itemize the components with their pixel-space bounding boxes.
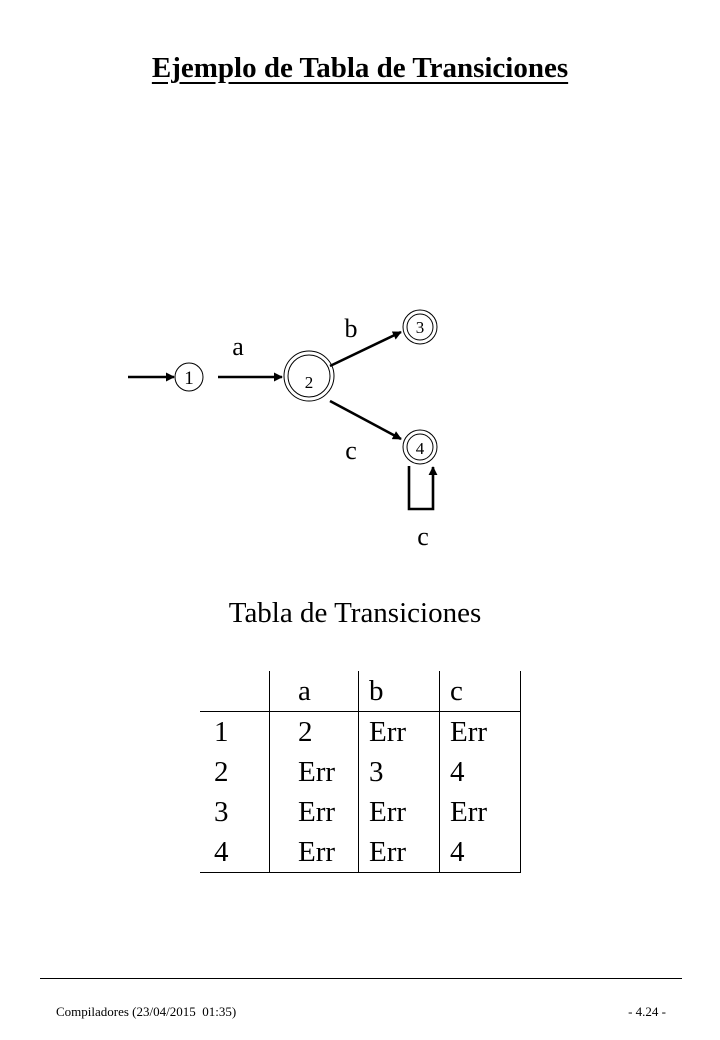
footer-page-number: - 4.24 -	[628, 1004, 666, 1019]
transition-2-3	[329, 330, 402, 368]
table-row: 4 Err Err 4	[200, 832, 521, 873]
table-header-cell: b	[358, 671, 440, 712]
transition-2-4-label: c	[345, 436, 357, 465]
table-cell: Err	[358, 711, 440, 752]
table-cell: Err	[269, 792, 359, 832]
table-cell: 1	[214, 715, 229, 748]
transition-4-4-label: c	[417, 522, 429, 551]
state-3-label: 3	[416, 318, 425, 337]
table-cell: 3	[358, 752, 440, 792]
table-cell: Err	[269, 832, 359, 873]
state-1-label: 1	[184, 368, 194, 389]
state-4-label: 4	[416, 439, 425, 458]
page-title: Ejemplo de Tabla de Transiciones	[151, 52, 569, 84]
table-header-cell	[200, 671, 270, 712]
table-header-cell: a	[269, 671, 359, 712]
state-3: 3	[402, 309, 438, 345]
state-2-label: 2	[305, 373, 314, 392]
table-cell: Err	[358, 792, 440, 832]
footer-course-date: Compiladores (23/04/2015 01:35)	[56, 1004, 237, 1019]
table-cell: Err	[269, 752, 359, 792]
state-2: 2	[283, 350, 335, 402]
table-row: 2 Err 3 4	[200, 752, 521, 792]
transition-1-2-label: a	[232, 332, 244, 361]
table-row: 3 Err Err Err	[200, 792, 521, 832]
dfa-diagram: 1 a 2 b 3 c 4 c	[128, 309, 438, 551]
footer-divider	[40, 978, 682, 979]
transition-4-4-loop	[407, 466, 438, 511]
table-cell: Err	[439, 792, 521, 832]
state-1: 1	[174, 362, 204, 392]
table-cell: 4	[439, 832, 521, 873]
table-cell: Err	[439, 711, 521, 752]
table-cell: 3	[214, 795, 229, 828]
table-caption: Tabla de Transiciones	[228, 597, 482, 629]
table-cell: 2	[214, 755, 229, 788]
transition-2-3-label: b	[345, 314, 358, 343]
table-row: 1 2 Err Err	[200, 711, 521, 752]
state-4: 4	[402, 429, 438, 465]
table-cell: 4	[200, 832, 270, 873]
table-header-row: a b c	[200, 671, 521, 712]
table-cell: 2	[269, 711, 359, 752]
table-cell: Err	[358, 832, 440, 873]
table-header-cell: c	[439, 671, 521, 712]
table-cell: 4	[439, 752, 521, 792]
transition-2-4	[329, 399, 402, 441]
transition-table: a b c 1 2 Err Err 2 Err 3 4 3 Err Err Er…	[200, 671, 521, 873]
